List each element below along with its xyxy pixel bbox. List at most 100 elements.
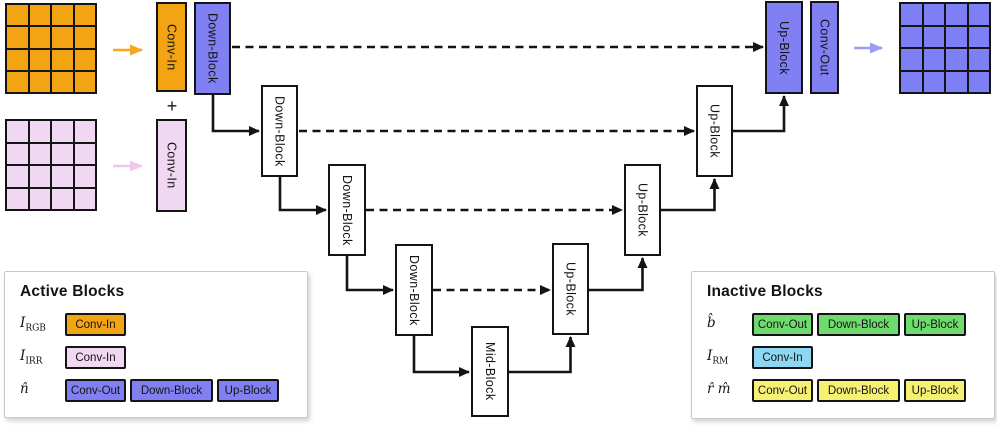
grid-cell	[901, 26, 922, 47]
conv-in-irr-block: Conv-In	[156, 119, 187, 212]
down-block-3: Down-Block	[395, 244, 433, 336]
grid-cell	[7, 5, 28, 26]
connector-down0-down1	[211, 95, 260, 136]
conv-out-block: Conv-Out	[810, 1, 839, 94]
rgb-input-grid	[5, 3, 97, 94]
math-label-base: n̂	[20, 381, 29, 398]
grid-cell	[901, 4, 922, 25]
math-label-sub: RGB	[25, 323, 46, 334]
legend-chip-conv-out-purple: Conv-Out	[65, 379, 126, 402]
grid-cell	[29, 5, 50, 26]
math-label-irm: IRM	[707, 348, 752, 367]
grid-cell	[901, 49, 922, 70]
legend-chip-conv-in-blue: Conv-In	[752, 346, 813, 369]
down-block-2: Down-Block	[328, 164, 366, 256]
grid-cell	[29, 71, 50, 92]
legend-row-rhat-mhat: r̂ m̂ Conv-Out Down-Block Up-Block	[707, 379, 994, 402]
grid-cell	[74, 121, 95, 142]
grid-cell	[968, 71, 989, 92]
legend-row-iirr: IIRR Conv-In	[20, 346, 307, 369]
legend-row-bhat: b̂ Conv-Out Down-Block Up-Block	[707, 313, 994, 336]
grid-cell	[52, 166, 73, 187]
grid-cell	[7, 143, 28, 164]
grid-cell	[946, 49, 967, 70]
down-block-label: Down-Block	[340, 174, 354, 246]
grid-cell	[52, 27, 73, 48]
legend-row-nhat: n̂ Conv-Out Down-Block Up-Block	[20, 379, 307, 402]
math-label-sub: RM	[712, 356, 729, 367]
grid-cell	[7, 71, 28, 92]
grid-cell	[74, 188, 95, 209]
legend-chip-up-block-purple: Up-Block	[217, 379, 279, 402]
legend-chip-conv-out-green: Conv-Out	[752, 313, 813, 336]
grid-cell	[29, 166, 50, 187]
up-block-label: Up-Block	[777, 20, 791, 75]
legend-chip-conv-in-pink: Conv-In	[65, 346, 126, 369]
connector-down1-down2	[278, 177, 327, 215]
down-block-label: Down-Block	[272, 95, 287, 167]
grid-cell	[946, 26, 967, 47]
legend-chip-up-block-yellow: Up-Block	[904, 379, 966, 402]
math-label-rhat-mhat: r̂ m̂	[707, 381, 752, 400]
conv-in-rgb-label: Conv-In	[164, 23, 179, 71]
mid-block: Mid-Block	[471, 326, 509, 417]
math-label-sub: IRR	[25, 356, 43, 367]
connector-mid-up3	[509, 336, 576, 374]
legend-row-irm: IRM Conv-In	[707, 346, 994, 369]
grid-cell	[29, 143, 50, 164]
math-label-irgb: IRGB	[20, 315, 65, 334]
grid-cell	[52, 188, 73, 209]
up-block-0-active: Up-Block	[765, 1, 803, 94]
conv-in-rgb-block: Conv-In	[156, 2, 187, 92]
normal-output-grid	[899, 2, 991, 94]
math-label-base: b̂	[707, 315, 716, 332]
down-block-0-active: Down-Block	[194, 2, 231, 95]
legend-chip-conv-in-orange: Conv-In	[65, 313, 126, 336]
connector-up3-up2	[589, 257, 648, 292]
math-label-iirr: IIRR	[20, 348, 65, 367]
grid-cell	[74, 27, 95, 48]
grid-cell	[74, 71, 95, 92]
grid-cell	[923, 4, 944, 25]
grid-cell	[52, 49, 73, 70]
connector-up1-up0	[733, 95, 789, 133]
math-label-base: I	[707, 348, 713, 365]
legend-chip-down-block-purple: Down-Block	[130, 379, 213, 402]
grid-cell	[946, 4, 967, 25]
up-block-3: Up-Block	[552, 243, 589, 335]
grid-cell	[923, 26, 944, 47]
grid-cell	[968, 26, 989, 47]
legend-chip-down-block-green: Down-Block	[817, 313, 900, 336]
legend-chip-up-block-green: Up-Block	[904, 313, 966, 336]
up-block-label: Up-Block	[635, 183, 650, 237]
grid-cell	[7, 188, 28, 209]
connector-down2-down3	[345, 256, 394, 295]
grid-cell	[74, 49, 95, 70]
up-block-1: Up-Block	[696, 85, 733, 177]
grid-cell	[7, 166, 28, 187]
connector-down3-mid	[412, 336, 470, 377]
legend-row-irgb: IRGB Conv-In	[20, 313, 307, 336]
math-label-nhat: n̂	[20, 381, 65, 400]
down-block-1: Down-Block	[261, 85, 298, 177]
math-label-base: I	[20, 315, 26, 332]
math-label-base: I	[20, 348, 26, 365]
grid-cell	[968, 49, 989, 70]
conv-out-label: Conv-Out	[817, 19, 832, 76]
legend-active-blocks: Active Blocks IRGB Conv-In IIRR Conv-In …	[4, 271, 308, 418]
connector-up2-up1	[661, 178, 720, 212]
math-label-base: r̂ m̂	[707, 381, 731, 398]
math-label-bhat: b̂	[707, 315, 752, 334]
legend-chip-conv-out-yellow: Conv-Out	[752, 379, 813, 402]
grid-cell	[74, 166, 95, 187]
down-block-label: Down-Block	[407, 254, 421, 326]
grid-cell	[29, 188, 50, 209]
grid-cell	[52, 143, 73, 164]
grid-cell	[923, 71, 944, 92]
up-block-2: Up-Block	[624, 164, 661, 256]
grid-cell	[52, 71, 73, 92]
grid-cell	[7, 121, 28, 142]
down-block-label: Down-Block	[205, 13, 220, 84]
legend-inactive-blocks: Inactive Blocks b̂ Conv-Out Down-Block U…	[691, 271, 995, 419]
